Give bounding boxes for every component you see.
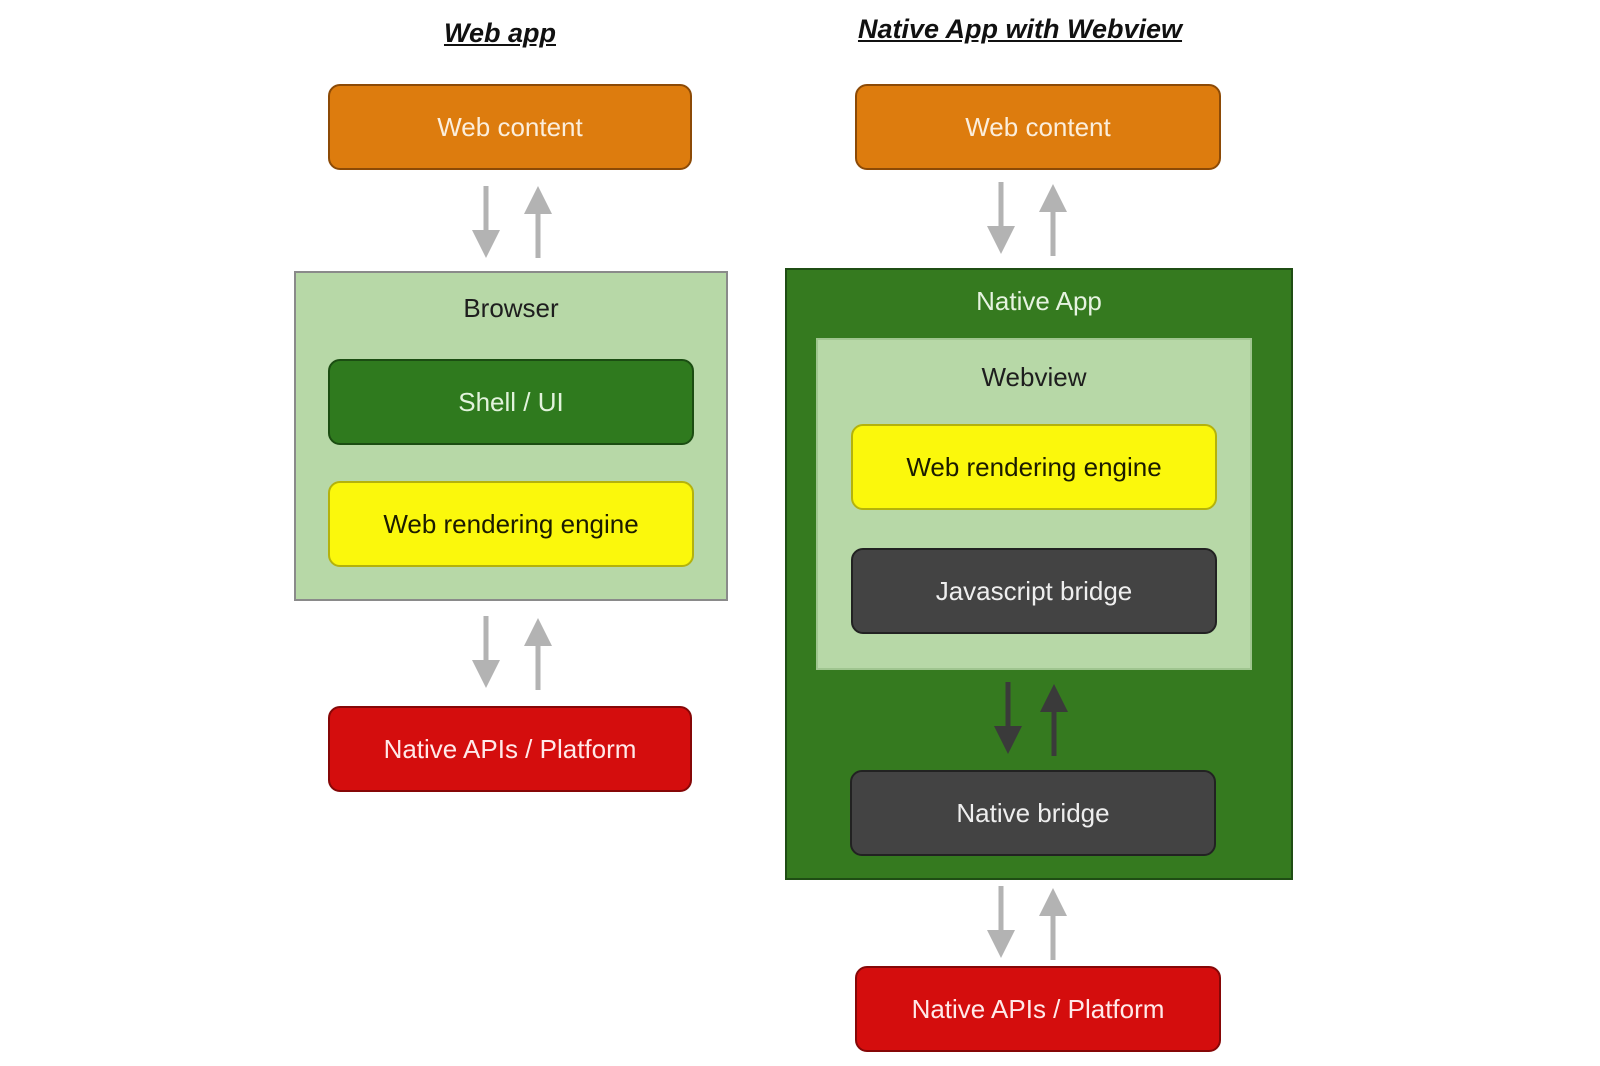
web-app-title: Web app [443, 18, 556, 48]
browser-web-rendering-engine-box: Web rendering engine [328, 481, 694, 567]
webview-panel: Webview Web rendering engine Javascript … [816, 338, 1252, 670]
up-arrow-head [524, 186, 552, 214]
arrows-web-content-native-app [987, 182, 1067, 256]
webview-label: Webview [981, 362, 1087, 392]
up-arrow-head [524, 618, 552, 646]
browser-label: Browser [463, 293, 559, 323]
web-content-box: Web content [328, 84, 692, 170]
native-app-label: Native App [976, 286, 1102, 316]
arrows-browser-platform [472, 616, 552, 690]
shell-ui-box: Shell / UI [328, 359, 694, 445]
browser-panel: Browser Shell / UI Web rendering engine [294, 271, 728, 601]
arrows-js-bridge-native-bridge [994, 682, 1068, 756]
native-app-native-platform-box: Native APIs / Platform [855, 966, 1221, 1052]
native-bridge-box: Native bridge [850, 770, 1216, 856]
down-arrow-head [472, 660, 500, 688]
web-app-native-platform-box: Native APIs / Platform [328, 706, 692, 792]
up-arrow-head [1040, 684, 1068, 712]
arrows-web-content-browser [472, 186, 552, 258]
arrows-native-app-platform [987, 886, 1067, 960]
webview-web-rendering-engine-box: Web rendering engine [851, 424, 1217, 510]
down-arrow-head [987, 226, 1015, 254]
up-arrow-head [1039, 888, 1067, 916]
native-app-title: Native App with Webview [857, 14, 1183, 44]
native-app-panel: Native App Webview Web rendering engine … [785, 268, 1293, 880]
javascript-bridge-box: Javascript bridge [851, 548, 1217, 634]
down-arrow-head [994, 726, 1022, 754]
up-arrow-head [1039, 184, 1067, 212]
down-arrow-head [987, 930, 1015, 958]
down-arrow-head [472, 230, 500, 258]
native-web-content-box: Web content [855, 84, 1221, 170]
